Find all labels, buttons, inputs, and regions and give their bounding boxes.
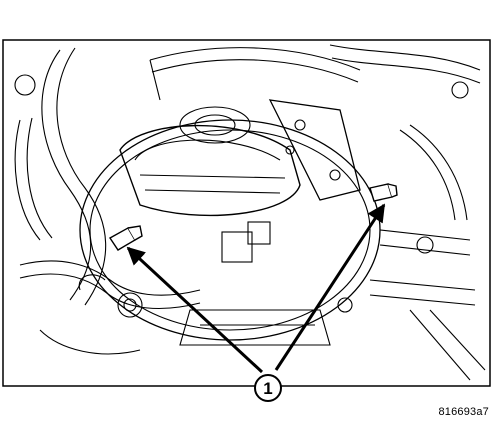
callout-bubble: 1 (254, 374, 282, 402)
callout-number: 1 (263, 379, 272, 398)
figure-id: 816693a7 (438, 406, 489, 418)
engine-background-lineart (2, 39, 491, 387)
left-fitting-highlight (108, 225, 143, 251)
leader-arrow-right (274, 203, 386, 371)
leader-arrow-left (126, 246, 264, 374)
callout-leader-lines (126, 203, 386, 374)
right-fitting-highlight (369, 183, 398, 202)
